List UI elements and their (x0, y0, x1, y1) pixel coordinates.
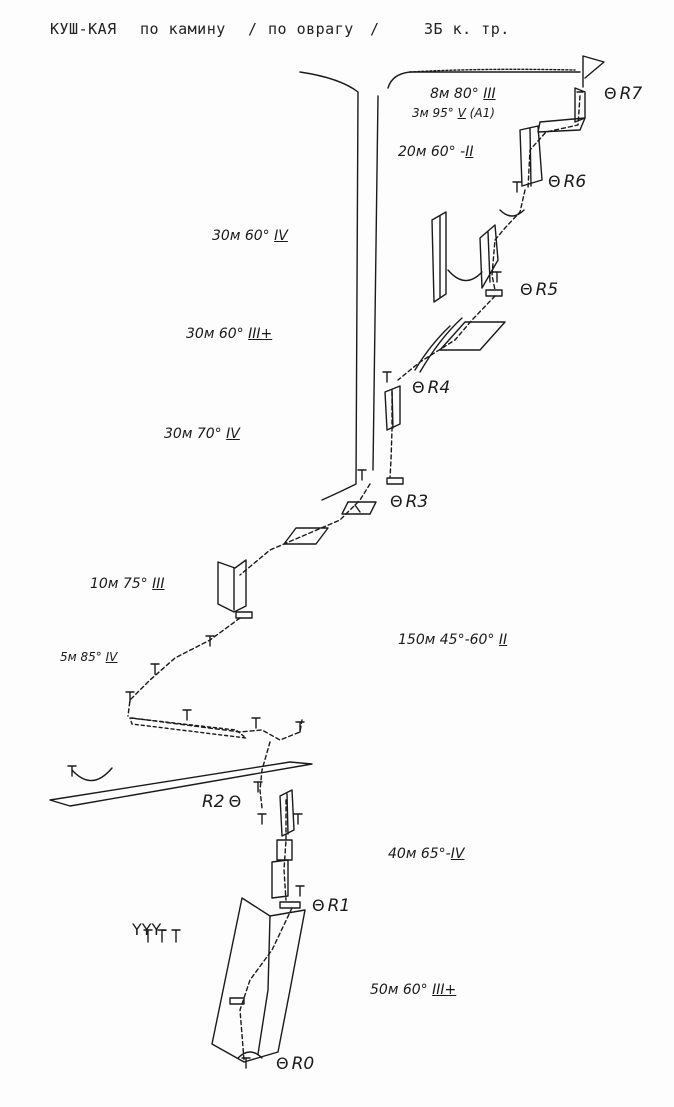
piton-icon (295, 721, 305, 733)
route-grade: 3Б к. тр. (424, 20, 510, 38)
chimney-left-wall (299, 71, 359, 501)
piton-icon (205, 635, 215, 647)
pitch-label: 5м 85° IV (60, 650, 118, 664)
route-name: по камину (140, 20, 226, 38)
belay-box-lower (229, 997, 245, 1005)
crack-lines (414, 317, 463, 373)
piton-icon (67, 765, 77, 777)
belay-box-corner (235, 611, 253, 619)
peak-name: КУШ-КАЯ (50, 20, 117, 38)
chimney-r2 (279, 789, 295, 837)
summit-flag-icon (582, 55, 605, 88)
piton-icon (125, 691, 135, 703)
route-line-r6-r5 (491, 189, 526, 291)
pitch-label: 50м 60° III+ (370, 982, 457, 998)
route-line-r3-mid (239, 483, 371, 576)
route-header: КУШ-КАЯ по камину / по оврагу / 3Б к. тр… (50, 20, 509, 164)
route-line-r4-r3 (389, 391, 393, 479)
route-line-band (259, 741, 271, 809)
route-line-ramp (131, 717, 303, 741)
route-line-corner-ramp (127, 617, 241, 717)
piton-icon (157, 929, 167, 943)
band-ledge (49, 761, 313, 807)
slab-r5 (439, 321, 506, 351)
piton-icon (150, 663, 160, 675)
pitch-label: 8м 80° III (430, 86, 496, 102)
pitch-label: 3м 95° V (А1) (412, 106, 495, 120)
piton-icon (143, 929, 153, 943)
lower-dihedral-crack (257, 915, 271, 1055)
pitch-label: 30м 70° IV (164, 426, 240, 442)
pillar-r6 (519, 125, 543, 187)
pitch-label: 20м 60° -II (398, 144, 474, 160)
piton-icon (257, 813, 267, 825)
piton-icon (295, 885, 305, 897)
piton-icon (253, 781, 263, 793)
pitch-label: 30м 60° IV (212, 228, 288, 244)
overhang-arc-r0 (237, 1051, 263, 1059)
belay-box-r1 (279, 901, 301, 909)
slab-mid (283, 527, 329, 545)
pillar-left-r5 (431, 211, 447, 303)
chimney-top-edge (409, 68, 576, 73)
piton-icon (492, 271, 502, 283)
piton-icon (241, 1057, 251, 1069)
squeeze-section (276, 839, 293, 861)
piton-icon (512, 181, 522, 193)
piton-icon (357, 469, 367, 481)
route-line-r5-r4 (397, 295, 496, 381)
overhang-arc-band (71, 767, 113, 782)
ramp-ledge (129, 717, 247, 739)
belay-box-r3 (386, 477, 404, 485)
lower-dihedral (211, 897, 306, 1063)
belay-box-r5 (485, 289, 503, 297)
route-variant: по оврагу (268, 20, 354, 38)
pitch-label: 30м 60° III+ (186, 326, 273, 342)
header-slash-1: / (248, 20, 258, 38)
piton-icon (251, 717, 261, 729)
piton-icon (382, 371, 392, 383)
piton-icon (293, 813, 303, 825)
pitch-label: 10м 75° III (90, 576, 165, 592)
pillar-r1 (271, 859, 289, 899)
overhang-arc-r5 (447, 269, 483, 282)
route-line-top (527, 95, 581, 189)
slab-r3 (341, 501, 377, 515)
header-slash-2: / (370, 20, 380, 38)
pillar-right-r5 (479, 224, 499, 289)
piton-icon (182, 709, 192, 721)
route-line-r1-r0 (239, 907, 293, 1061)
corner-10m (217, 559, 247, 613)
route-line-r2-r1 (283, 799, 287, 901)
pitch-label: 150м 45°-60° II (398, 632, 508, 648)
pitch-label: 40м 65°-IV (388, 846, 465, 862)
piton-icon (171, 929, 181, 943)
overhang-arc-r6 (499, 209, 525, 217)
legend-symbols: ΥΥΥ- (132, 920, 168, 939)
